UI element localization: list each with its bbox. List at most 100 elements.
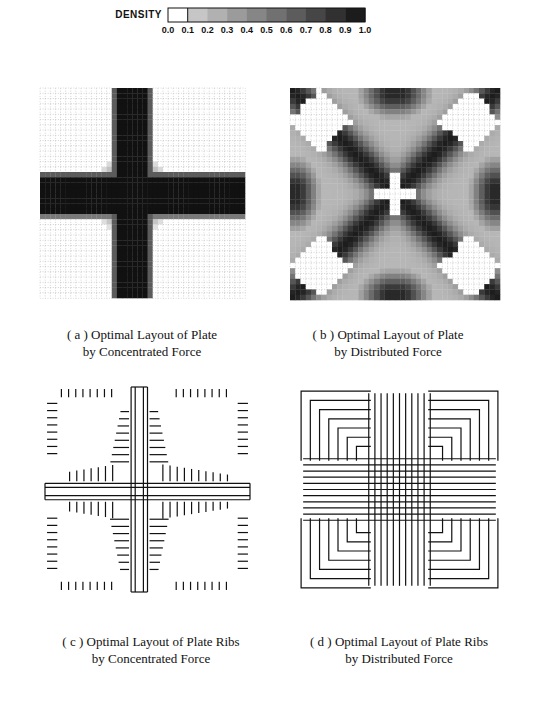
density-cell [495, 104, 501, 110]
density-cell [209, 183, 214, 189]
density-cell [235, 114, 240, 120]
density-cell [219, 214, 224, 220]
density-cell [117, 109, 122, 115]
density-cell [153, 246, 158, 252]
density-cell [290, 88, 296, 94]
density-cell [332, 115, 338, 121]
density-cell [132, 246, 137, 252]
density-cell [173, 267, 178, 273]
density-cell [55, 141, 60, 147]
density-cell [230, 219, 235, 225]
density-cell [55, 240, 60, 246]
density-cell [66, 146, 71, 152]
density-cell [194, 135, 199, 141]
density-cell [91, 277, 96, 283]
density-cell [45, 214, 50, 220]
density-cell [55, 198, 60, 204]
density-cell [214, 251, 219, 257]
density-cell [416, 88, 422, 94]
density-cell [348, 109, 354, 115]
density-cell [178, 114, 183, 120]
density-cell [132, 235, 137, 241]
density-cell [301, 93, 307, 99]
density-cell [379, 115, 385, 121]
density-cell [230, 114, 235, 120]
density-cell [137, 135, 142, 141]
density-cell [474, 120, 480, 126]
density-cell [107, 172, 112, 178]
density-cell [117, 193, 122, 199]
density-cell [327, 104, 333, 110]
density-cell [348, 99, 354, 105]
density-cell [235, 198, 240, 204]
density-cell [168, 261, 173, 267]
density-cell [71, 225, 76, 231]
density-cell [458, 125, 464, 131]
density-cell [184, 93, 189, 99]
density-cell [91, 135, 96, 141]
density-cell [153, 293, 158, 299]
density-cell [173, 177, 178, 183]
density-cell [66, 282, 71, 288]
density-cell [358, 120, 364, 126]
density-cell [132, 125, 137, 131]
density-cell [240, 114, 245, 120]
density-cell [117, 209, 122, 215]
density-cell [219, 240, 224, 246]
density-cell [343, 115, 349, 121]
density-cell [112, 104, 117, 110]
density-cell [337, 99, 343, 105]
density-cell [127, 256, 132, 262]
density-cell [132, 282, 137, 288]
density-cell [235, 156, 240, 162]
density-cell [214, 219, 219, 225]
density-cell [143, 198, 148, 204]
density-cell [122, 183, 127, 189]
density-cell [71, 209, 76, 215]
density-cell [306, 99, 312, 105]
density-cell [102, 198, 107, 204]
colorbar-segment [227, 8, 247, 22]
density-cell [178, 230, 183, 236]
density-cell [173, 246, 178, 252]
density-cell [495, 125, 501, 131]
density-cell [230, 288, 235, 294]
density-cell [199, 172, 204, 178]
density-cell [71, 109, 76, 115]
density-cell [132, 219, 137, 225]
density-cell [311, 99, 317, 105]
density-cell [463, 120, 469, 126]
density-cell [199, 235, 204, 241]
density-cell [50, 193, 55, 199]
density-cell [50, 141, 55, 147]
density-cell [184, 177, 189, 183]
density-cell [168, 267, 173, 273]
density-cell [55, 230, 60, 236]
density-cell [225, 156, 230, 162]
density-cell [122, 88, 127, 94]
density-cell [107, 167, 112, 173]
density-cell [96, 135, 101, 141]
density-cell [214, 172, 219, 178]
density-cell [112, 219, 117, 225]
density-cell [189, 261, 194, 267]
density-cell [306, 125, 312, 131]
density-cell [86, 135, 91, 141]
density-cell [107, 135, 112, 141]
density-cell [406, 120, 412, 126]
density-cell [458, 104, 464, 110]
density-cell [50, 172, 55, 178]
density-cell [230, 141, 235, 147]
density-cell [45, 246, 50, 252]
density-cell [117, 188, 122, 194]
density-cell [427, 130, 433, 136]
density-cell [102, 156, 107, 162]
density-cell [163, 230, 168, 236]
density-cell [189, 183, 194, 189]
density-cell [214, 167, 219, 173]
density-cell [178, 272, 183, 278]
density-cell [369, 125, 375, 131]
density-cell [189, 167, 194, 173]
density-cell [199, 188, 204, 194]
density-cell [240, 109, 245, 115]
